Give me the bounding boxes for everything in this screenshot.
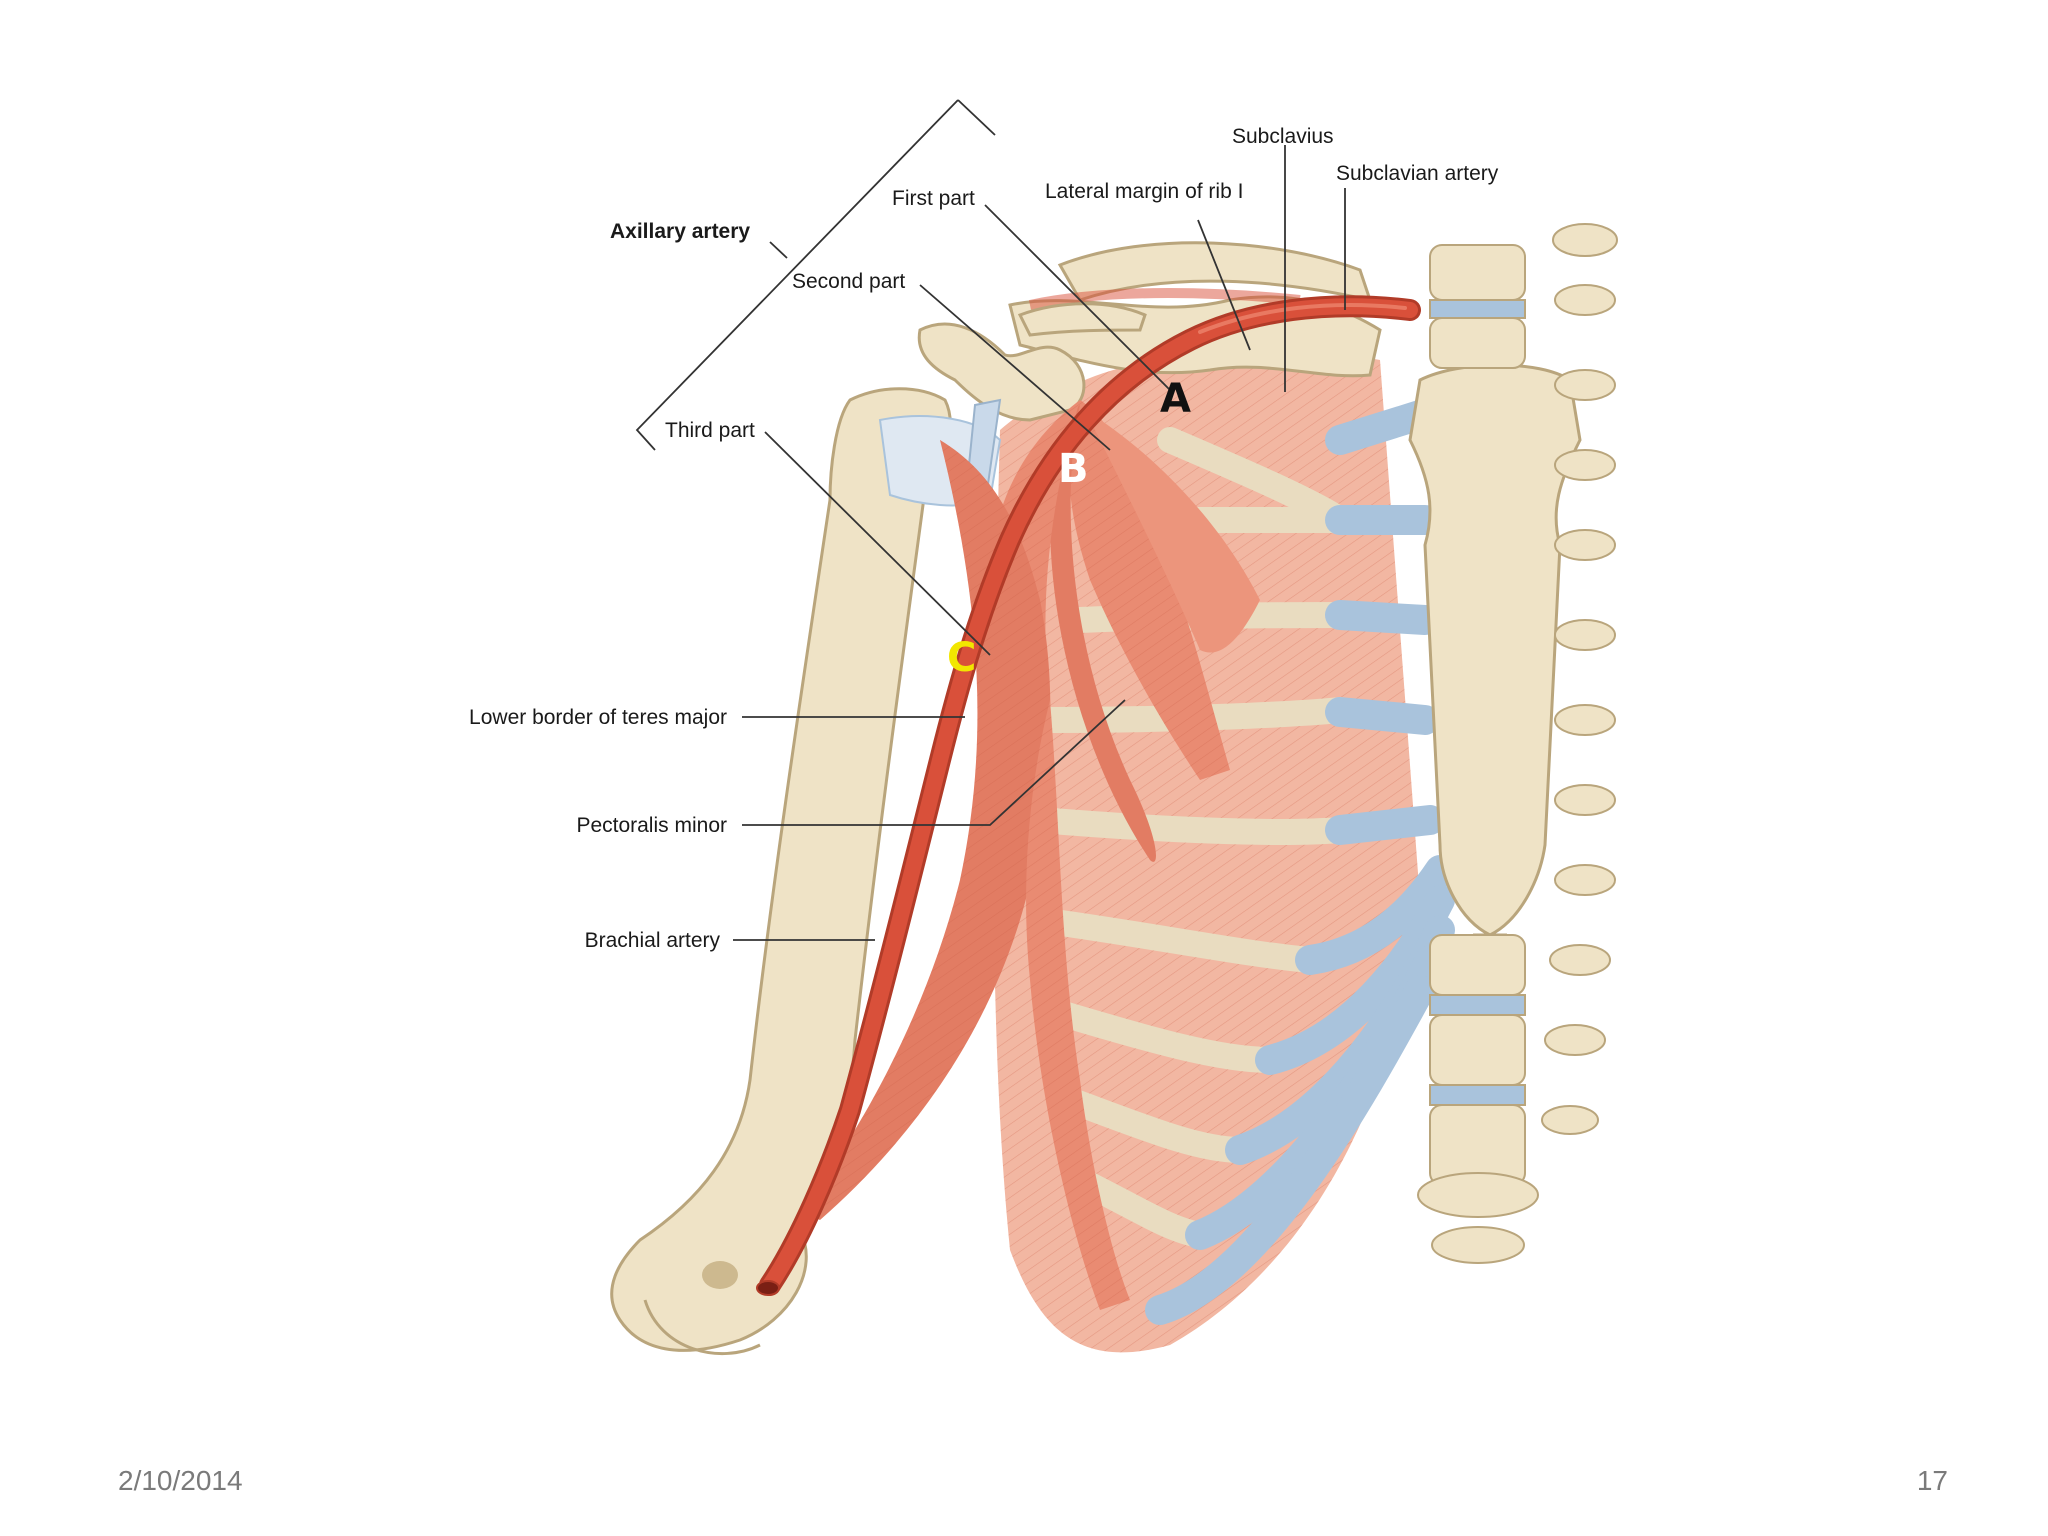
label-axillary-artery: Axillary artery xyxy=(610,220,750,243)
marker-a: A xyxy=(1160,376,1191,422)
label-brachial-artery: Brachial artery xyxy=(585,929,721,952)
label-third-part: Third part xyxy=(665,419,755,442)
label-lateral-margin-rib: Lateral margin of rib I xyxy=(1045,180,1243,203)
label-second-part: Second part xyxy=(792,270,905,293)
ribs xyxy=(1027,400,1455,1325)
label-subclavian-artery: Subclavian artery xyxy=(1336,162,1499,185)
label-subclavius: Subclavius xyxy=(1232,125,1334,148)
scapula xyxy=(917,302,1147,422)
label-first-part: First part xyxy=(892,187,975,210)
vertebral-column xyxy=(1417,223,1618,1264)
marker-b: B xyxy=(1058,446,1089,492)
footer-page-number: 17 xyxy=(1916,1465,1948,1496)
markers: A B C xyxy=(947,376,1191,681)
labels: Axillary artery First part Second part T… xyxy=(469,125,1499,952)
label-leaders xyxy=(635,99,1346,941)
footer-date: 2/10/2014 xyxy=(118,1465,243,1496)
artery xyxy=(756,295,1421,1296)
label-lower-border-teres-major: Lower border of teres major xyxy=(469,706,727,729)
humerus xyxy=(610,387,952,1356)
marker-c: C xyxy=(947,635,976,681)
label-pectoralis-minor: Pectoralis minor xyxy=(576,814,727,837)
